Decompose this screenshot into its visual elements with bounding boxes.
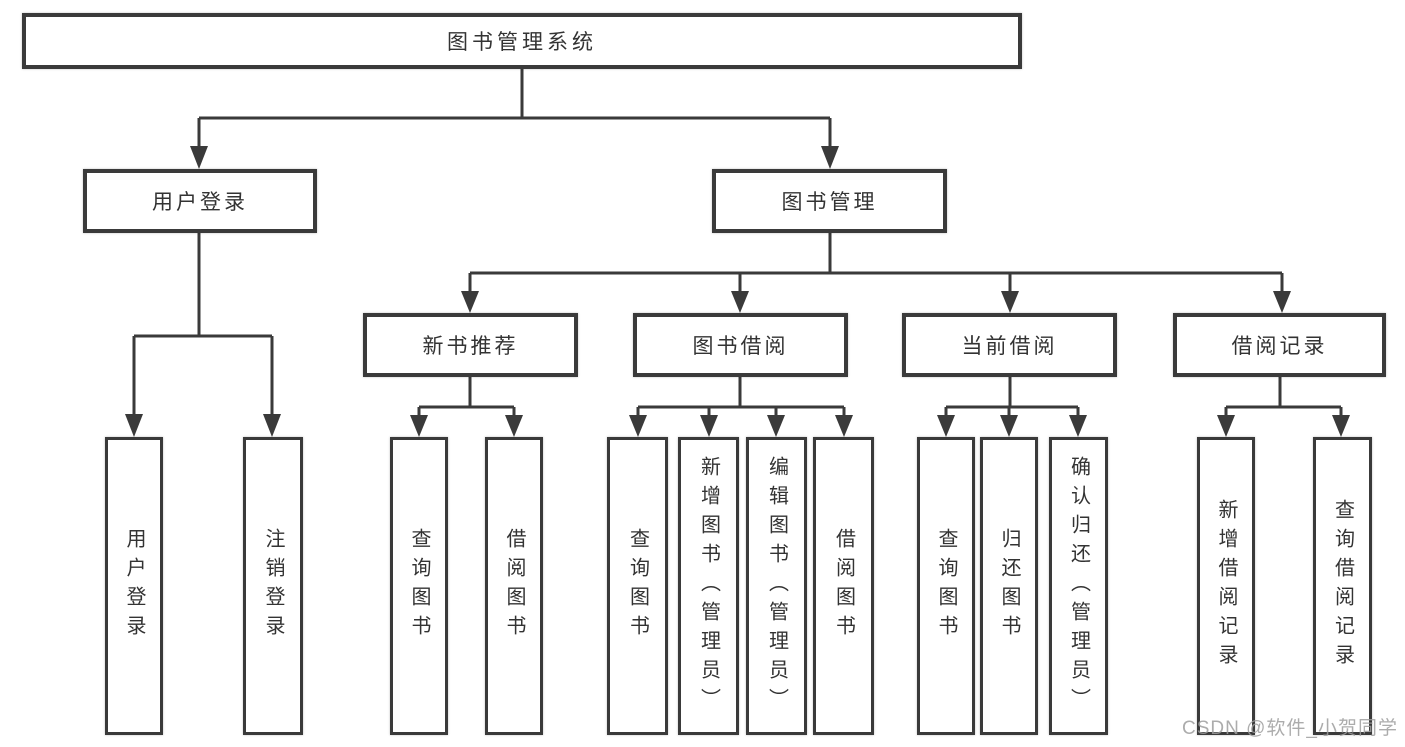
node-label: 图书借阅 bbox=[692, 335, 789, 358]
node-user-login-module: 用户登录 bbox=[83, 169, 317, 233]
leaf-query-books-current: 查询图书 bbox=[917, 437, 975, 735]
leaf-query-borrow-record: 查询借阅记录 bbox=[1313, 437, 1372, 735]
leaf-label: 查询图书 bbox=[935, 528, 957, 644]
leaf-query-books-borrowing: 查询图书 bbox=[607, 437, 668, 735]
leaf-label: 归还图书 bbox=[998, 528, 1020, 644]
csdn-watermark: CSDN @软件_小贺同学 bbox=[1182, 718, 1398, 739]
arrowheads bbox=[125, 146, 1350, 437]
node-label: 借阅记录 bbox=[1231, 335, 1328, 358]
node-book-borrowing: 图书借阅 bbox=[633, 313, 848, 377]
leaf-label: 借阅图书 bbox=[503, 528, 525, 644]
leaf-label: 注销登录 bbox=[262, 528, 284, 644]
leaf-label: 新增图书（管理员） bbox=[697, 455, 720, 717]
leaf-label: 编辑图书（管理员） bbox=[765, 455, 788, 717]
leaf-return-book: 归还图书 bbox=[980, 437, 1038, 735]
node-book-management-module: 图书管理 bbox=[712, 169, 947, 233]
leaf-add-borrow-record: 新增借阅记录 bbox=[1197, 437, 1255, 735]
leaf-query-books-recommend: 查询图书 bbox=[390, 437, 448, 735]
leaf-label: 借阅图书 bbox=[832, 528, 855, 644]
node-label: 新书推荐 bbox=[422, 335, 519, 358]
leaf-label: 查询图书 bbox=[408, 528, 430, 644]
leaf-label: 用户登录 bbox=[123, 528, 145, 644]
leaf-label: 确认归还（管理员） bbox=[1067, 455, 1090, 717]
node-label: 当前借阅 bbox=[961, 335, 1058, 358]
leaf-borrow-books-recommend: 借阅图书 bbox=[485, 437, 543, 735]
node-label: 用户登录 bbox=[152, 191, 248, 214]
leaf-edit-book-admin: 编辑图书（管理员） bbox=[746, 437, 807, 735]
node-system-root: 图书管理系统 bbox=[22, 13, 1022, 69]
node-new-book-recommendation: 新书推荐 bbox=[363, 313, 578, 377]
leaf-user-login: 用户登录 bbox=[105, 437, 163, 735]
node-label: 图书管理系统 bbox=[447, 31, 597, 54]
leaf-borrow-books: 借阅图书 bbox=[813, 437, 874, 735]
leaf-logout: 注销登录 bbox=[243, 437, 303, 735]
leaf-label: 查询借阅记录 bbox=[1331, 499, 1354, 673]
leaf-label: 查询图书 bbox=[626, 528, 649, 644]
node-current-borrowing: 当前借阅 bbox=[902, 313, 1117, 377]
node-borrowing-records: 借阅记录 bbox=[1173, 313, 1386, 377]
leaf-add-book-admin: 新增图书（管理员） bbox=[678, 437, 739, 735]
leaf-confirm-return-admin: 确认归还（管理员） bbox=[1049, 437, 1108, 735]
leaf-label: 新增借阅记录 bbox=[1215, 499, 1237, 673]
node-label: 图书管理 bbox=[781, 191, 878, 214]
